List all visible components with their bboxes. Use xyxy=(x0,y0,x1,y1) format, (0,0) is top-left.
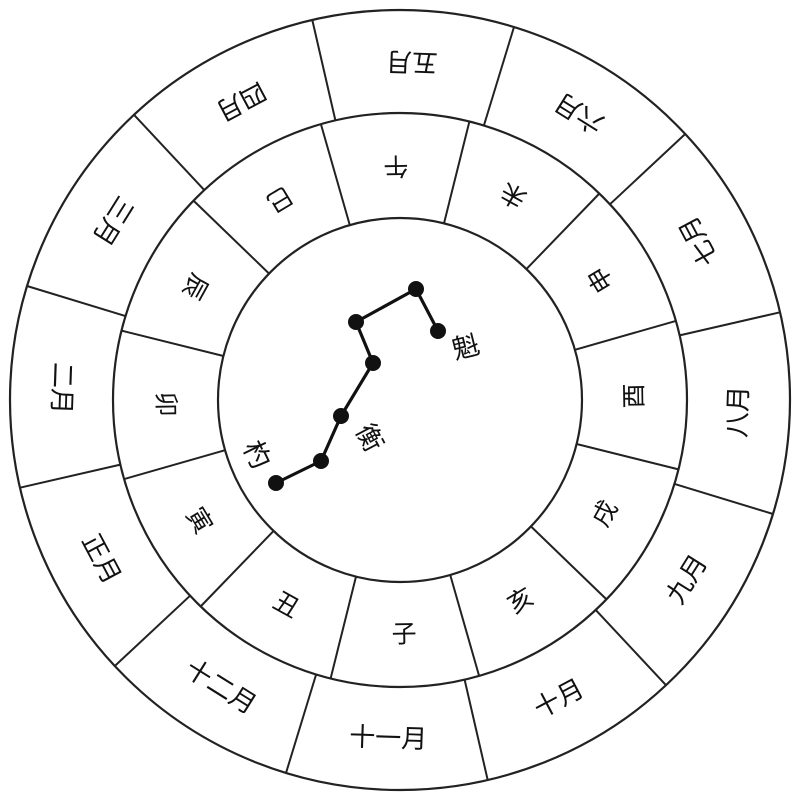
month-label: 二月 xyxy=(45,362,77,415)
branch-divider xyxy=(192,199,270,275)
month-divider xyxy=(674,482,774,515)
dipper-star xyxy=(313,453,329,469)
branch-label: 巳 xyxy=(261,181,297,219)
branch-label: 辰 xyxy=(177,269,214,305)
month-label: 六月 xyxy=(550,86,610,139)
branch-divider xyxy=(123,449,226,481)
month-label: 十月 xyxy=(529,674,589,725)
month-divider xyxy=(114,594,191,667)
star-label-shao: 杓 xyxy=(236,436,276,474)
dipper-star xyxy=(365,355,381,371)
month-divider xyxy=(482,26,515,126)
dipper-star xyxy=(333,408,349,424)
month-divider xyxy=(609,133,686,206)
month-divider xyxy=(463,679,489,781)
star-label-kui: 魁 xyxy=(449,330,483,367)
branch-divider xyxy=(443,121,471,224)
month-divider xyxy=(311,19,337,121)
month-label: 正月 xyxy=(75,529,126,589)
branch-label: 丑 xyxy=(269,586,305,623)
branch-ring: 午 未 申 酉 戌 亥 子 丑 寅 卯 辰 巳 xyxy=(151,151,648,648)
month-divider xyxy=(26,285,126,318)
branch-divider xyxy=(574,319,677,351)
branch-label: 卯 xyxy=(151,391,180,417)
branch-divider xyxy=(319,123,351,226)
month-label: 九月 xyxy=(661,550,714,610)
concentric-rings xyxy=(8,8,792,792)
middle-ring xyxy=(111,111,689,689)
branch-label: 亥 xyxy=(502,582,538,620)
month-label: 五月 xyxy=(385,45,438,77)
branch-dividers xyxy=(121,121,679,679)
dipper-star xyxy=(408,281,424,297)
branch-label: 申 xyxy=(582,261,620,297)
month-label: 三月 xyxy=(86,190,139,250)
month-divider xyxy=(133,114,206,191)
branch-divider xyxy=(199,530,275,608)
month-label: 八月 xyxy=(723,385,755,438)
month-label: 十二月 xyxy=(179,654,261,721)
outer-ring xyxy=(8,8,792,792)
month-divider xyxy=(19,463,121,489)
star-label-heng: 衡 xyxy=(349,419,389,457)
branch-label: 戌 xyxy=(586,495,623,531)
month-label: 十一月 xyxy=(349,722,428,755)
branch-label: 酉 xyxy=(619,383,648,409)
branch-divider xyxy=(525,192,601,270)
branch-divider xyxy=(530,525,608,601)
branch-divider xyxy=(576,443,679,471)
month-divider xyxy=(594,609,667,686)
month-label: 四月 xyxy=(211,75,271,126)
branch-divider xyxy=(121,329,224,357)
branch-label: 子 xyxy=(391,619,417,648)
month-divider xyxy=(679,311,781,337)
branch-divider xyxy=(329,576,357,679)
month-divider xyxy=(285,674,318,774)
big-dipper: 魁 衡 杓 xyxy=(236,281,483,491)
month-dividers xyxy=(19,19,781,781)
dipper-star xyxy=(430,323,446,339)
dipper-star xyxy=(268,475,284,491)
inner-ring xyxy=(216,216,584,584)
dipper-star xyxy=(348,314,364,330)
branch-divider xyxy=(449,574,481,677)
month-label: 七月 xyxy=(674,211,725,271)
branch-label: 寅 xyxy=(181,502,219,538)
branch-label: 午 xyxy=(383,151,409,180)
branch-label: 未 xyxy=(495,177,531,214)
